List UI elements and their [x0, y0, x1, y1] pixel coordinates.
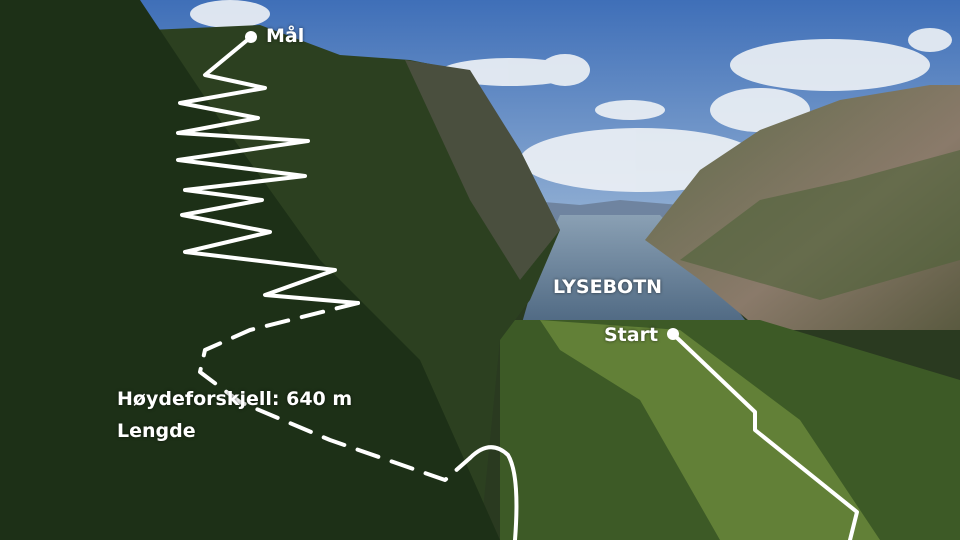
- place-label: LYSEBOTN: [553, 276, 663, 298]
- height-difference-label: Høydeforskjell: 640 m: [117, 388, 353, 410]
- length-label: Lengde: [117, 420, 196, 442]
- fjord-water: [520, 215, 745, 330]
- goal-label: Mål: [266, 25, 305, 47]
- goal-marker: [245, 31, 257, 43]
- start-marker: [667, 328, 679, 340]
- route-overlay: [176, 35, 859, 540]
- start-label: Start: [604, 324, 659, 346]
